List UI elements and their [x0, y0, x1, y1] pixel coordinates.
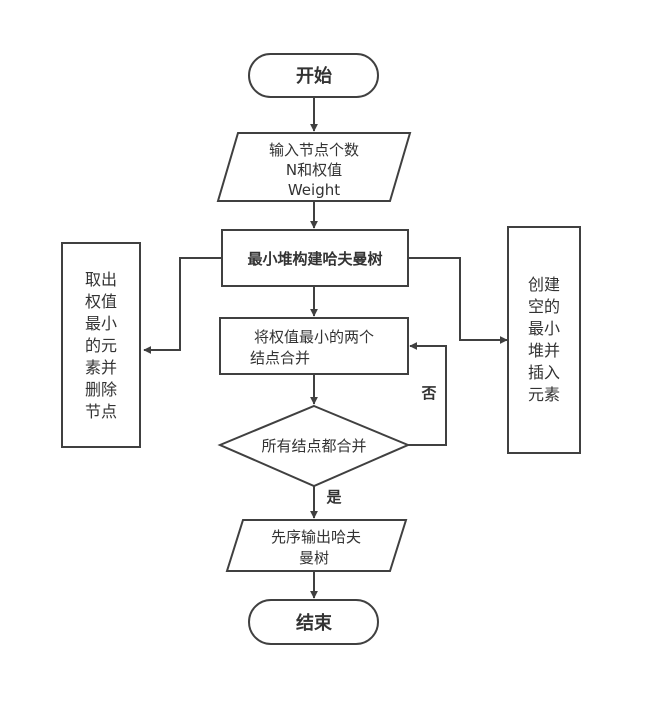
start-label: 开始: [296, 65, 332, 87]
left-label-6: 删除: [85, 380, 117, 399]
edge-decision-no-loop: [406, 342, 447, 446]
left-label-2: 权值: [85, 292, 117, 311]
decision-label: 所有结点都合并: [261, 437, 366, 455]
merge-label-line1: 将权值最小的两个: [254, 328, 374, 346]
input-node: [216, 132, 412, 202]
input-label-line1: 输入节点个数: [269, 141, 359, 159]
merge-label-line2: 结点合并: [250, 349, 310, 367]
right-node: [507, 226, 581, 454]
left-label-7: 节点: [85, 402, 117, 421]
end-label: 结束: [296, 612, 333, 634]
start-terminal: [248, 53, 379, 98]
right-label-3: 最小: [528, 319, 560, 338]
right-label-1: 创建: [528, 275, 560, 294]
right-label-4: 堆并: [528, 341, 560, 360]
build-node: [221, 229, 409, 287]
left-label-3: 最小: [85, 314, 117, 333]
decision-node: [217, 404, 411, 488]
input-label-line2: N和权值: [286, 161, 342, 179]
input-label-line3: Weight: [288, 181, 340, 199]
output-node: [225, 519, 408, 572]
merge-node: [219, 317, 409, 375]
right-label-6: 元素: [528, 385, 560, 404]
build-label: 最小堆构建哈夫曼树: [247, 250, 382, 268]
edge-build-to-right: [408, 257, 508, 344]
right-label-5: 插入: [528, 363, 560, 382]
output-label-line2: 曼树: [299, 549, 329, 567]
left-node: [61, 242, 141, 448]
edge-label-no: 否: [420, 384, 436, 402]
edge-label-yes: 是: [325, 488, 342, 506]
edge-build-to-left: [143, 257, 222, 354]
left-label-5: 素并: [85, 358, 117, 377]
left-label-1: 取出: [85, 270, 117, 289]
left-label-4: 的元: [85, 336, 117, 355]
right-label-2: 空的: [528, 297, 560, 316]
end-terminal: [248, 599, 379, 645]
output-label-line1: 先序输出哈夫: [271, 528, 361, 546]
